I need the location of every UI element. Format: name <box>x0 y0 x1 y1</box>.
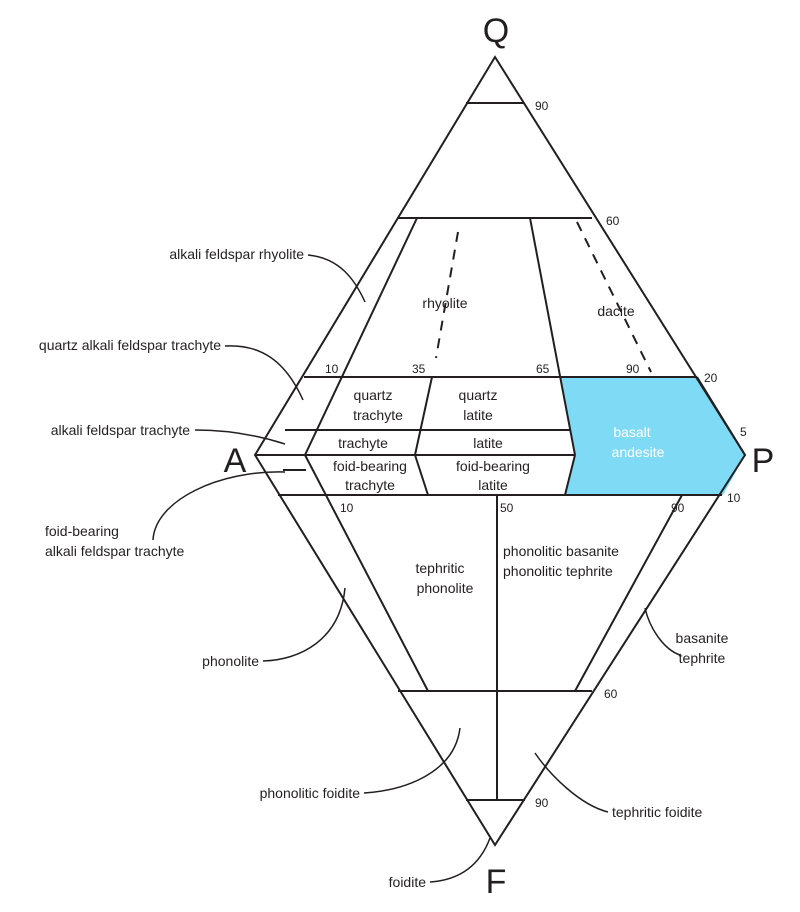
leader-quartz-alkali-feldspar-trachyte <box>224 345 304 401</box>
field-foid-latite-1: foid-bearing <box>456 458 530 474</box>
field-tephritic-phonolite-1: tephritic <box>415 560 464 576</box>
field-tephritic-phonolite-2: phonolite <box>417 580 474 596</box>
a65-boundary <box>529 217 576 456</box>
field-quartz-latite-1: quartz <box>459 387 498 403</box>
tick-a65: 65 <box>536 362 550 376</box>
leader-alkali-feldspar-rhyolite <box>307 254 366 303</box>
field-foid-latite-2: latite <box>478 477 508 493</box>
tick-q60: 60 <box>606 214 620 228</box>
tick-f50: 50 <box>500 501 514 515</box>
tick-fv90: 90 <box>535 796 549 810</box>
tick-q5: 5 <box>740 425 747 439</box>
callout-tephritic-foidite: tephritic foidite <box>612 804 702 820</box>
a35-boundary-lower <box>414 454 429 496</box>
callout-foidite: foidite <box>389 874 427 890</box>
f-a90-boundary <box>574 494 683 692</box>
callout-alkali-feldspar-trachyte: alkali feldspar trachyte <box>51 422 191 438</box>
field-trachyte: trachyte <box>338 435 388 451</box>
field-rhyolite: rhyolite <box>422 295 467 311</box>
dashed-35 <box>435 231 459 359</box>
tick-a35: 35 <box>412 362 426 376</box>
tick-a90: 90 <box>626 362 640 376</box>
leader-basanite-tephrite <box>644 607 681 656</box>
tick-q10: 10 <box>727 491 741 505</box>
corner-f: F <box>486 863 507 901</box>
basalt-andesite-field <box>560 378 745 495</box>
outer-diamond <box>253 55 747 847</box>
corner-p: P <box>752 442 775 480</box>
leader-phonolite <box>262 587 346 662</box>
a35-boundary <box>414 376 433 456</box>
field-foid-trachyte-2: trachyte <box>345 477 395 493</box>
tick-q90: 90 <box>535 99 549 113</box>
tick-a10: 10 <box>325 362 339 376</box>
callout-alkali-feldspar-rhyolite: alkali feldspar rhyolite <box>169 246 304 262</box>
field-basalt: basalt <box>613 424 650 440</box>
corner-a: A <box>224 442 247 480</box>
field-quartz-trachyte-2: trachyte <box>353 407 403 423</box>
field-quartz-trachyte-1: quartz <box>354 387 393 403</box>
field-quartz-latite-2: latite <box>463 407 493 423</box>
field-latite: latite <box>473 435 503 451</box>
callout-tephrite: tephrite <box>679 650 726 666</box>
leader-alkali-feldspar-trachyte <box>194 429 286 445</box>
p90-edge <box>696 376 746 456</box>
callout-phonolitic-foidite: phonolitic foidite <box>260 785 361 801</box>
corner-q: Q <box>483 12 509 50</box>
callout-quartz-alkali-feldspar-trachyte: quartz alkali feldspar trachyte <box>39 337 221 353</box>
field-phonolitic-tephrite: phonolitic tephrite <box>503 563 613 579</box>
tick-q20: 20 <box>704 371 718 385</box>
tick-f90: 90 <box>671 501 685 515</box>
a10-boundary-upper <box>304 217 418 456</box>
leader-foidite <box>429 837 491 883</box>
a65-boundary-lower <box>564 454 576 496</box>
callout-basanite: basanite <box>676 630 729 646</box>
leader-phonolitic-foidite <box>363 727 461 794</box>
tick-f60: 60 <box>604 687 618 701</box>
field-dacite: dacite <box>597 303 635 319</box>
callout-foid-alkali-feldspar-trachyte-2: alkali feldspar trachyte <box>45 543 185 559</box>
dashed-90 <box>576 221 652 373</box>
leader-tephritic-foidite <box>534 752 609 813</box>
leader-foid-alkali-feldspar-trachyte <box>152 471 286 541</box>
tick-f10: 10 <box>340 501 354 515</box>
a10-boundary-lower <box>304 454 429 692</box>
field-phonolitic-basanite: phonolitic basanite <box>503 543 619 559</box>
callout-foid-alkali-feldspar-trachyte-1: foid-bearing <box>45 523 119 539</box>
field-foid-trachyte-1: foid-bearing <box>333 458 407 474</box>
callout-phonolite: phonolite <box>202 653 259 669</box>
field-andesite: andesite <box>612 444 665 460</box>
